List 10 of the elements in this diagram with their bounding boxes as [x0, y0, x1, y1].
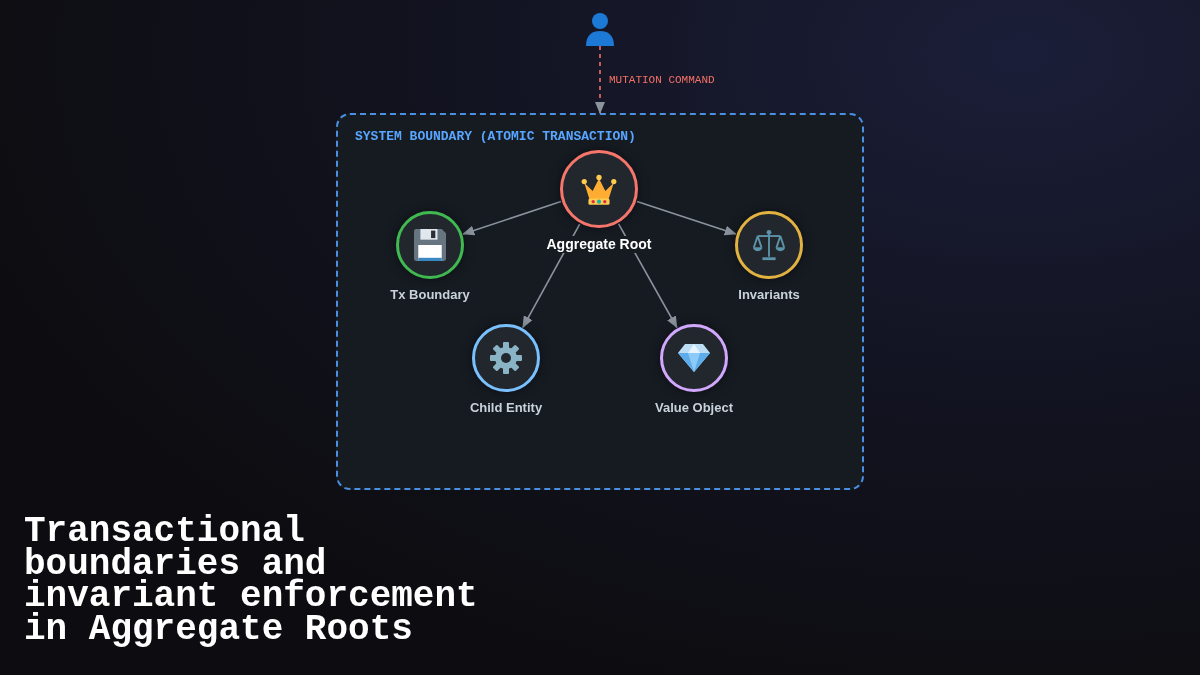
edge-label: MUTATION COMMAND [609, 73, 715, 87]
arrow [636, 200, 737, 236]
arrow [522, 223, 581, 329]
person-icon [584, 12, 616, 46]
arrow [462, 200, 562, 236]
boundary-box [336, 113, 864, 490]
arrow [617, 223, 678, 329]
title: Transactional boundaries and invariant enforcement in Aggregate Roots [24, 516, 479, 646]
boundary-title: SYSTEM BOUNDARY (ATOMIC TRANSACTION) [355, 129, 636, 145]
arrow [595, 45, 605, 114]
